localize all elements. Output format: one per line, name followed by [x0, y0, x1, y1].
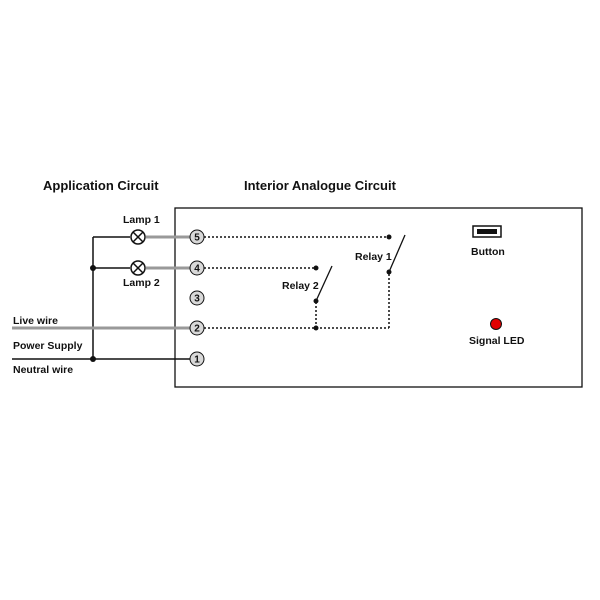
live-wire-label: Live wire — [13, 315, 58, 327]
junction-dot — [90, 356, 96, 362]
terminal-wires — [12, 235, 190, 330]
neutral-wire-label: Neutral wire — [13, 364, 73, 376]
interior-wiring — [204, 236, 390, 329]
relay-2-switch — [313, 265, 333, 331]
lamp-1-icon — [130, 229, 146, 245]
power-supply-label: Power Supply — [13, 340, 83, 352]
terminal-2: 2 — [189, 320, 205, 336]
heading-application-circuit: Application Circuit — [43, 178, 159, 193]
signal-led-label: Signal LED — [469, 335, 525, 347]
terminal-1: 1 — [189, 351, 205, 367]
lamp-1-label: Lamp 1 — [123, 214, 160, 226]
application-wiring — [12, 236, 190, 360]
button-icon — [472, 225, 502, 238]
relay-1-switch — [386, 234, 406, 275]
junction-dot — [90, 265, 96, 271]
terminal-4: 4 — [189, 260, 205, 276]
terminal-1-label: 1 — [194, 355, 200, 366]
button-label: Button — [471, 246, 505, 258]
heading-interior-circuit: Interior Analogue Circuit — [244, 178, 397, 193]
relay-1-label: Relay 1 — [355, 251, 392, 263]
signal-led-icon — [490, 318, 502, 330]
terminal-4-label: 4 — [194, 264, 200, 275]
relay-2-label: Relay 2 — [282, 280, 319, 292]
lamp-2-icon — [130, 260, 146, 276]
terminal-5-label: 5 — [194, 233, 200, 244]
terminal-3: 3 — [189, 290, 205, 306]
lamp-2-label: Lamp 2 — [123, 277, 160, 289]
terminal-2-label: 2 — [194, 324, 200, 335]
terminal-3-label: 3 — [194, 294, 200, 305]
terminal-5: 5 — [189, 229, 205, 245]
interior-circuit-box — [174, 207, 583, 388]
